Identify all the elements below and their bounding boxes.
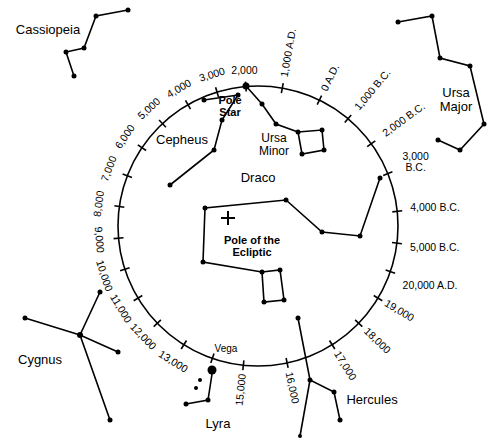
year-label: 0 A.D. [319,62,342,93]
year-tick [211,354,214,364]
year-label: 4,000 [165,78,194,101]
year-label: 18,000 [361,325,392,356]
year-tick [374,296,383,301]
cygnus-figure [80,292,110,420]
year-label: 1,000 B.C. [352,67,393,112]
year-tick [355,320,362,327]
year-label: 19,000 [383,298,416,324]
ursa-minor-bowl [298,130,324,154]
star-name: Pole Star [215,94,245,118]
star-name: Vega [215,343,238,354]
year-tick [186,100,191,109]
year-tick [114,237,124,239]
constellation-name: Cygnus [18,353,62,367]
year-label: 16,000 [283,370,301,404]
year-tick [243,360,244,370]
year-tick [123,174,132,178]
year-tick [159,120,166,127]
year-tick [134,296,143,301]
year-label: 20,000 A.D. [403,280,458,292]
constellation-name: Draco [241,171,276,185]
year-label: 15,000 [233,373,248,406]
year-label: 2,000 B.C. [380,101,427,140]
year-label: 3,000 [198,66,227,85]
ecliptic-pole-mark [221,217,235,219]
year-tick [367,141,375,147]
year-tick [330,341,335,350]
lyra-figure [186,374,212,404]
constellation-name: Cassiopeia [16,23,80,37]
hercules-figure [300,380,310,436]
year-label: 5,000 [135,96,162,122]
year-ticks [114,82,403,371]
year-tick [383,172,392,176]
year-label: 11,000 [108,292,134,325]
constellation-name: Ursa Minor [257,132,291,158]
year-label: 17,000 [332,349,359,382]
year-label: 13,000 [157,348,190,375]
year-tick [281,83,283,93]
year-label: 7,000 [99,154,119,183]
year-tick [392,243,402,244]
year-label: 1,000 A.D. [279,28,299,78]
year-label: 3,000 B.C. [398,151,434,174]
year-tick [286,358,288,368]
year-tick [181,341,186,350]
cygnus-figure [25,318,118,352]
cassiopeia-figure [66,10,128,76]
ursa-minor-figure [246,86,298,132]
constellation-name: Hercules [346,393,397,407]
constellation-name: Lyra [206,417,231,431]
ursa-major-figure [398,16,484,150]
hercules-figure [298,318,340,420]
year-label: 8,000 [92,190,107,218]
year-tick [345,115,351,123]
precession-circle [118,86,398,366]
draco-figure [203,178,380,272]
year-tick [317,96,321,105]
year-label: 4,000 B.C. [410,202,460,214]
year-tick [392,211,402,212]
year-tick [386,270,396,273]
year-label: 6,000 [113,122,137,150]
year-label: 2,000 [231,65,257,77]
constellation-name: Cepheus [156,133,208,147]
constellation-name: Ursa Major [436,86,476,115]
year-tick [120,268,130,271]
year-tick [114,206,124,207]
year-tick [216,87,219,97]
year-tick [154,320,161,327]
star-dots [23,8,487,438]
year-label: 10,000 [93,259,114,293]
draco-head [262,270,284,302]
year-label: 5,000 B.C. [410,242,460,254]
year-label: 9,000 [92,226,106,253]
pole-label: Pole of the Ecliptic [212,234,292,258]
year-tick [138,145,146,151]
